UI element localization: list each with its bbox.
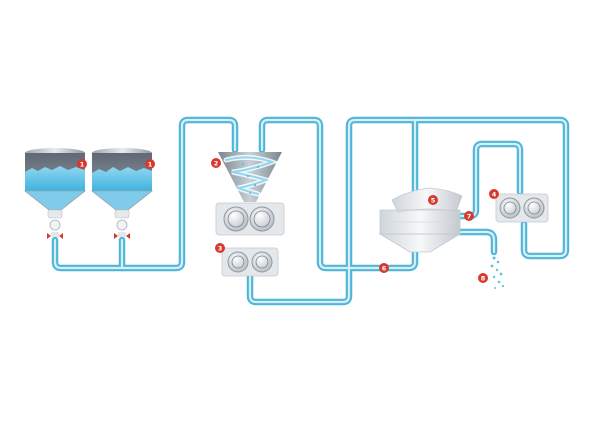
badge-label: 1 [148,160,153,168]
mixing-funnel [218,152,282,202]
silo-right [90,148,154,239]
badge-label: 3 [218,244,223,252]
badge-separator-vessel: 5 [428,195,438,205]
badge-label: 4 [492,190,497,198]
silo-left [23,148,87,239]
badge-pump-right: 4 [489,189,499,199]
badge-label: 2 [214,159,219,167]
badge-label: 7 [467,212,472,220]
output-spray [490,256,505,289]
badge-silo-right: 1 [145,159,155,169]
badge-pump-lower: 3 [215,243,225,253]
pump-right [495,193,549,223]
badge-silo-left: 1 [77,159,87,169]
roller-mill [215,202,285,236]
badge-label: 5 [431,196,436,204]
badge-output-spray: 8 [478,273,488,283]
badge-label: 6 [382,264,387,272]
badge-pipe-junction-6: 6 [379,263,389,273]
badge-mixing-funnel: 2 [211,158,221,168]
badge-label: 8 [481,274,486,282]
badge-label: 1 [80,160,85,168]
pipe-network [51,116,570,306]
badge-pipe-junction-7: 7 [464,211,474,221]
pump-lower [221,247,279,277]
separator-vessel [378,187,463,253]
